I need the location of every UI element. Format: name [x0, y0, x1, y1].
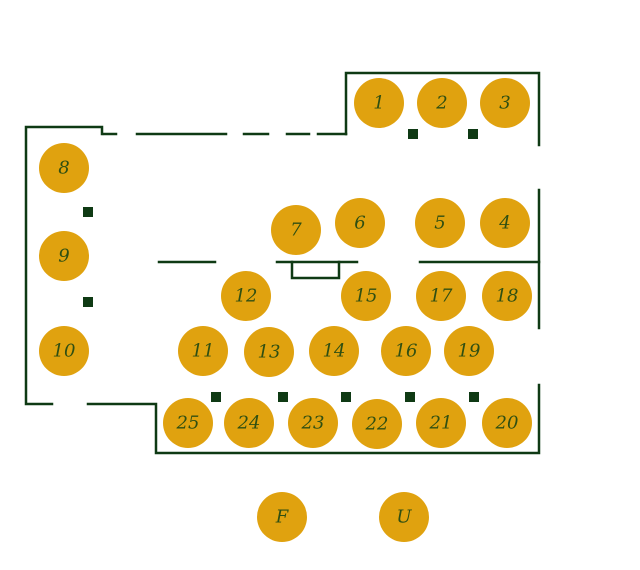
- seat-number: 2: [435, 93, 447, 114]
- seat-number: 21: [429, 413, 453, 434]
- seat-F[interactable]: F: [257, 492, 307, 542]
- seat-number: 7: [290, 220, 302, 241]
- pillar: [341, 392, 351, 402]
- seat-circle[interactable]: [480, 78, 530, 128]
- wall-upper-right: [344, 71, 541, 147]
- pillar: [278, 392, 288, 402]
- seat-1[interactable]: 1: [354, 78, 404, 128]
- seat-number: 6: [354, 213, 365, 234]
- seat-circle[interactable]: [163, 398, 213, 448]
- seat-number: 9: [58, 246, 69, 267]
- seat-number: 15: [355, 286, 378, 307]
- seat-circle[interactable]: [416, 271, 466, 321]
- seat-circle[interactable]: [309, 326, 359, 376]
- seat-circle[interactable]: [480, 198, 530, 248]
- seat-circle[interactable]: [416, 398, 466, 448]
- seat-number: 13: [258, 342, 281, 363]
- pillar: [83, 207, 93, 217]
- seat-number: 16: [395, 341, 418, 362]
- seat-circle[interactable]: [39, 143, 89, 193]
- pillar: [83, 297, 93, 307]
- seat-7[interactable]: 7: [271, 205, 321, 255]
- seat-circle[interactable]: [341, 271, 391, 321]
- seat-circle[interactable]: [224, 398, 274, 448]
- seat-circle[interactable]: [444, 326, 494, 376]
- pillar: [468, 129, 478, 139]
- counter-box: [290, 260, 341, 280]
- seat-circle[interactable]: [417, 78, 467, 128]
- seat-circle[interactable]: [482, 271, 532, 321]
- seat-number: 18: [496, 286, 519, 307]
- seat-16[interactable]: 16: [381, 326, 431, 376]
- seat-11[interactable]: 11: [178, 326, 228, 376]
- seat-circle[interactable]: [39, 326, 89, 376]
- seat-5[interactable]: 5: [415, 198, 465, 248]
- seat-circle[interactable]: [39, 231, 89, 281]
- seat-number: 20: [495, 413, 519, 434]
- seat-12[interactable]: 12: [221, 271, 271, 321]
- seat-6[interactable]: 6: [335, 198, 385, 248]
- seat-number: 12: [235, 286, 258, 307]
- seat-number: 4: [498, 213, 510, 234]
- seat-13[interactable]: 13: [244, 327, 294, 377]
- seat-22[interactable]: 22: [352, 399, 402, 449]
- seat-circle[interactable]: [352, 399, 402, 449]
- seat-number: 17: [430, 286, 453, 307]
- seat-circle[interactable]: [379, 492, 429, 542]
- seat-circle[interactable]: [221, 271, 271, 321]
- seat-circle[interactable]: [354, 78, 404, 128]
- seat-17[interactable]: 17: [416, 271, 466, 321]
- seat-U[interactable]: U: [379, 492, 429, 542]
- seat-circle[interactable]: [244, 327, 294, 377]
- pillar: [469, 392, 479, 402]
- seat-circle[interactable]: [271, 205, 321, 255]
- seat-8[interactable]: 8: [39, 143, 89, 193]
- seat-circle[interactable]: [335, 198, 385, 248]
- seat-number: 24: [237, 413, 261, 434]
- seat-number: 1: [373, 93, 384, 114]
- seat-circle[interactable]: [415, 198, 465, 248]
- seat-circle[interactable]: [482, 398, 532, 448]
- seat-4[interactable]: 4: [480, 198, 530, 248]
- wall-bottom-left: [86, 383, 541, 455]
- seat-number: U: [396, 507, 412, 528]
- seat-number: 19: [458, 341, 481, 362]
- seat-3[interactable]: 3: [480, 78, 530, 128]
- seat-number: 22: [365, 414, 389, 435]
- seat-circle[interactable]: [257, 492, 307, 542]
- seat-9[interactable]: 9: [39, 231, 89, 281]
- seat-circle[interactable]: [288, 398, 338, 448]
- seat-number: 23: [301, 413, 325, 434]
- seat-number: F: [275, 507, 290, 528]
- pillar: [211, 392, 221, 402]
- seat-number: 3: [499, 93, 510, 114]
- seat-25[interactable]: 25: [163, 398, 213, 448]
- seat-18[interactable]: 18: [482, 271, 532, 321]
- seat-number: 10: [53, 341, 76, 362]
- seat-15[interactable]: 15: [341, 271, 391, 321]
- pillars: [83, 129, 479, 402]
- seat-number: 14: [323, 341, 346, 362]
- pillar: [405, 392, 415, 402]
- seat-23[interactable]: 23: [288, 398, 338, 448]
- wall-left-room: [24, 125, 104, 406]
- seat-circle[interactable]: [178, 326, 228, 376]
- seat-19[interactable]: 19: [444, 326, 494, 376]
- seat-circle[interactable]: [381, 326, 431, 376]
- seat-number: 25: [176, 413, 200, 434]
- seat-14[interactable]: 14: [309, 326, 359, 376]
- seat-24[interactable]: 24: [224, 398, 274, 448]
- seat-10[interactable]: 10: [39, 326, 89, 376]
- seat-20[interactable]: 20: [482, 398, 532, 448]
- walls: [24, 71, 541, 455]
- seat-number: 8: [58, 158, 69, 179]
- seat-21[interactable]: 21: [416, 398, 466, 448]
- pillar: [408, 129, 418, 139]
- seat-number: 11: [192, 341, 215, 362]
- seat-2[interactable]: 2: [417, 78, 467, 128]
- seat-number: 5: [434, 213, 445, 234]
